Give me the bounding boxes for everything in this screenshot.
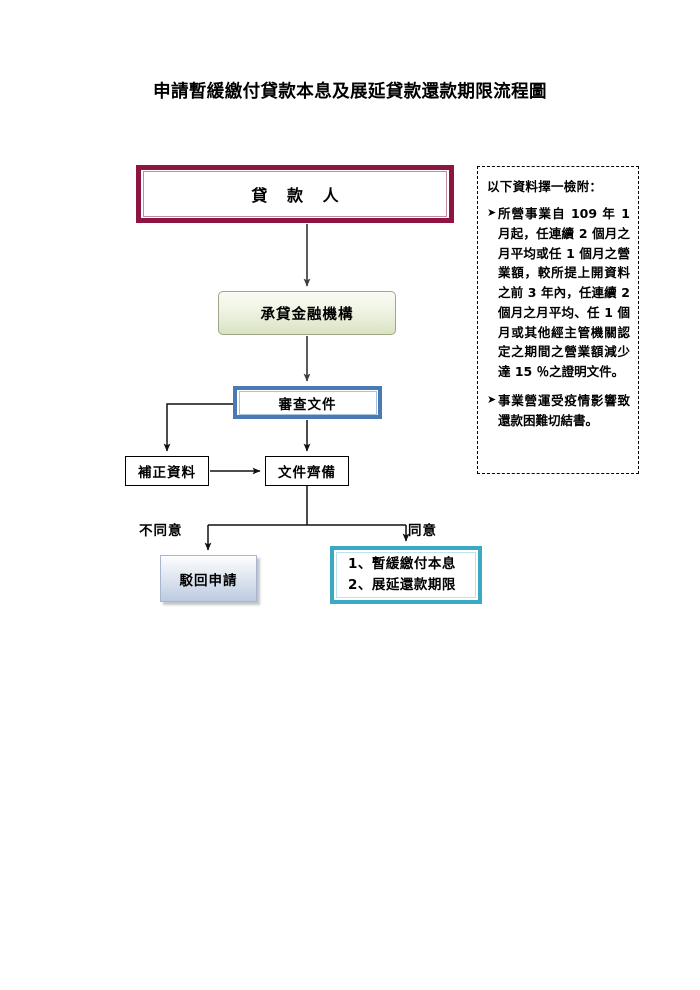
approved-outcome-line-2: 2、展延還款期限 xyxy=(348,577,456,593)
connector-complete-to-split xyxy=(208,486,406,526)
flow-node-approved-outcomes[interactable]: 1、暫緩繳付本息 2、展延還款期限 xyxy=(330,546,482,604)
flow-node-documents-complete[interactable]: 文件齊備 xyxy=(265,456,349,486)
approved-outcome-line-1: 1、暫緩繳付本息 xyxy=(348,556,456,573)
attachment-requirements-heading: 以下資料擇一檢附： xyxy=(487,179,603,194)
flow-node-document-review[interactable]: 審查文件 xyxy=(233,386,382,419)
attachment-requirements-panel: 以下資料擇一檢附： ➤ 所營事業自 109 年 1 月起，任連續 2 個月之月平… xyxy=(477,166,639,474)
branch-label-agree: 同意 xyxy=(408,523,437,539)
flow-node-borrower-label: 貸 款 人 xyxy=(143,171,447,217)
attachment-requirement-text: 事業營運受疫情影響致還款困難切結書。 xyxy=(498,392,630,428)
attachment-requirement-item: ➤ 所營事業自 109 年 1 月起，任連續 2 個月之月平均或任 1 個月之營… xyxy=(487,204,630,382)
attachment-requirement-item: ➤ 事業營運受疫情影響致還款困難切結書。 xyxy=(487,391,630,431)
flow-node-approved-outcomes-inner: 1、暫緩繳付本息 2、展延還款期限 xyxy=(336,552,476,598)
arrow-bullet-icon: ➤ xyxy=(487,392,497,406)
arrow-bullet-icon: ➤ xyxy=(487,206,497,219)
flow-node-lending-institution[interactable]: 承貸金融機構 xyxy=(218,291,396,335)
page-title: 申請暫緩繳付貸款本息及展延貸款還款期限流程圖 xyxy=(153,82,547,102)
flow-node-borrower[interactable]: 貸 款 人 xyxy=(136,165,454,223)
connector-review-to-amend xyxy=(163,403,233,452)
flow-node-amend-documents[interactable]: 補正資料 xyxy=(125,456,209,486)
branch-label-disagree: 不同意 xyxy=(139,523,183,539)
flow-node-reject-application[interactable]: 駁回申請 xyxy=(160,555,257,602)
attachment-requirement-text: 所營事業自 109 年 1 月起，任連續 2 個月之月平均或任 1 個月之營業額… xyxy=(498,206,630,379)
flow-node-document-review-label: 審查文件 xyxy=(238,390,377,415)
